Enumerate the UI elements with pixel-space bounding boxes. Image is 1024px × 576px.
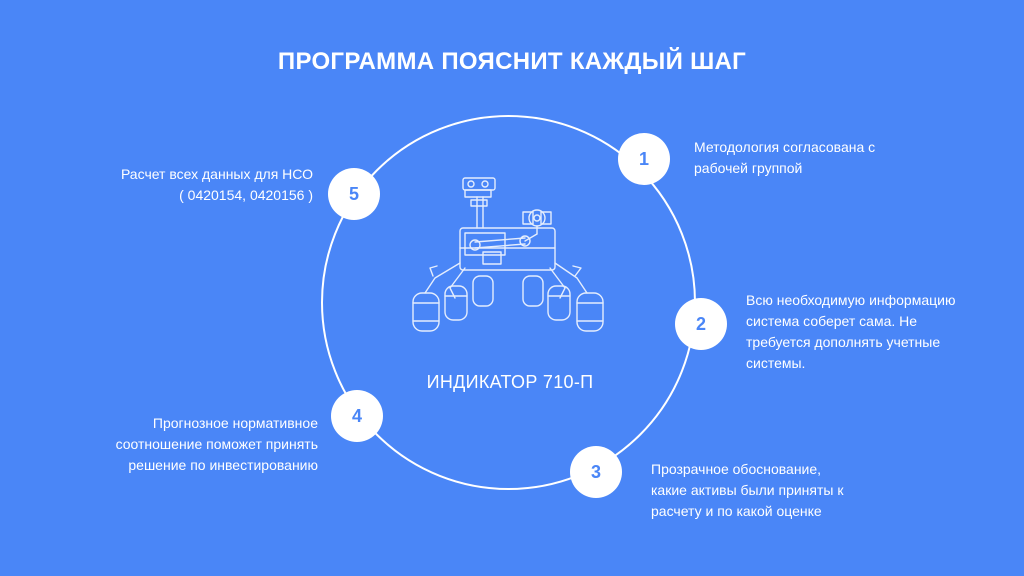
step-text-3-line: расчету и по какой оценке xyxy=(651,503,822,519)
step-text-5: Расчет всех данных для НСО ( 0420154, 04… xyxy=(60,164,313,206)
step-text-3: Прозрачное обоснование, какие активы был… xyxy=(651,459,843,522)
step-badge-3: 3 xyxy=(570,446,622,498)
mars-rover-icon xyxy=(412,177,604,332)
step-text-4: Прогнозное нормативное соотношение помож… xyxy=(60,413,318,476)
step-text-2-line: системы. xyxy=(746,355,806,371)
step-text-2-line: система соберет сама. Не xyxy=(746,313,918,329)
step-text-3-line: Прозрачное обоснование, xyxy=(651,461,822,477)
step-text-5-line: Расчет всех данных для НСО xyxy=(120,166,313,182)
step-badge-1: 1 xyxy=(618,133,670,185)
step-text-2: Всю необходимую информацию система собер… xyxy=(746,290,955,374)
step-text-5-line: ( 0420154, 0420156 ) xyxy=(179,187,313,203)
slide-title: ПРОГРАММА ПОЯСНИТ КАЖДЫЙ ШАГ xyxy=(277,48,747,75)
step-text-1-line: рабочей группой xyxy=(694,160,803,176)
step-text-1-line: Методология согласована с xyxy=(694,139,876,155)
step-badge-5: 5 xyxy=(328,168,380,220)
step-text-4-line: соотношение поможет принять xyxy=(115,436,318,452)
step-text-4-line: Прогнозное нормативное xyxy=(152,415,318,431)
step-text-1: Методология согласована с рабочей группо… xyxy=(694,137,875,179)
center-label: ИНДИКАТОР 710-П xyxy=(426,372,594,392)
step-text-4-line: решение по инвестированию xyxy=(128,457,318,473)
step-text-2-line: Всю необходимую информацию xyxy=(746,292,956,308)
step-badge-2: 2 xyxy=(675,298,727,350)
step-text-2-line: требуется дополнять учетные xyxy=(746,334,941,350)
step-text-3-line: какие активы были приняты к xyxy=(651,482,844,498)
step-badge-4: 4 xyxy=(331,390,383,442)
